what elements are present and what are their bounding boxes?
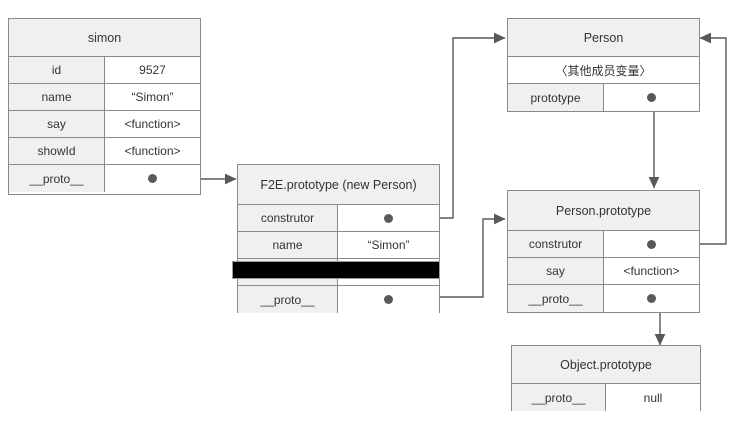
table-row-members: 〈其他成员变量〉 bbox=[508, 57, 699, 84]
simon-row-showid-value: <function> bbox=[105, 138, 200, 164]
simon-row-name-value: “Simon” bbox=[105, 84, 200, 110]
table-row: construtor bbox=[238, 205, 439, 232]
box-f2e-prototype[interactable]: F2E.prototype (new Person) construtor na… bbox=[237, 164, 440, 313]
f2e-row-proto-value bbox=[338, 286, 439, 313]
table-row: construtor bbox=[508, 231, 699, 258]
box-person-prototype-title: Person.prototype bbox=[508, 191, 699, 231]
person-prototype-row-say-value: <function> bbox=[604, 258, 699, 284]
pointer-dot-icon bbox=[148, 174, 157, 183]
box-simon[interactable]: simon id 9527 name “Simon” say <function… bbox=[8, 18, 201, 195]
box-object-prototype-title: Object.prototype bbox=[512, 346, 700, 384]
person-prototype-row-say-key: say bbox=[508, 258, 604, 284]
box-person-prototype[interactable]: Person.prototype construtor say <functio… bbox=[507, 190, 700, 313]
f2e-row-name-value: “Simon” bbox=[338, 232, 439, 258]
table-row: __proto__ null bbox=[512, 384, 700, 411]
person-prototype-row-construtor-value bbox=[604, 231, 699, 257]
box-person[interactable]: Person 〈其他成员变量〉 prototype bbox=[507, 18, 700, 112]
person-row-prototype-key: prototype bbox=[508, 84, 604, 111]
simon-row-say-key: say bbox=[9, 111, 105, 137]
table-row: __proto__ bbox=[508, 285, 699, 312]
object-prototype-row-proto-key: __proto__ bbox=[512, 384, 606, 411]
table-row: say <function> bbox=[9, 111, 200, 138]
table-row: prototype bbox=[508, 84, 699, 111]
table-row: id 9527 bbox=[9, 57, 200, 84]
table-row: __proto__ bbox=[238, 286, 439, 313]
object-prototype-row-proto-value: null bbox=[606, 384, 700, 411]
simon-row-say-value: <function> bbox=[105, 111, 200, 137]
person-prototype-row-construtor-key: construtor bbox=[508, 231, 604, 257]
f2e-row-proto-key: __proto__ bbox=[238, 286, 338, 313]
f2e-row-name-key: name bbox=[238, 232, 338, 258]
simon-row-proto-value bbox=[105, 165, 200, 192]
person-row-members: 〈其他成员变量〉 bbox=[508, 57, 699, 83]
person-prototype-row-proto-key: __proto__ bbox=[508, 285, 604, 312]
table-row: __proto__ bbox=[9, 165, 200, 192]
redaction-bar bbox=[232, 261, 440, 279]
box-person-title: Person bbox=[508, 19, 699, 57]
table-row: say <function> bbox=[508, 258, 699, 285]
simon-row-id-value: 9527 bbox=[105, 57, 200, 83]
f2e-row-construtor-key: construtor bbox=[238, 205, 338, 231]
simon-row-showid-key: showId bbox=[9, 138, 105, 164]
simon-row-id-key: id bbox=[9, 57, 105, 83]
box-f2e-prototype-title: F2E.prototype (new Person) bbox=[238, 165, 439, 205]
simon-row-proto-key: __proto__ bbox=[9, 165, 105, 192]
pointer-dot-icon bbox=[647, 93, 656, 102]
table-row: showId <function> bbox=[9, 138, 200, 165]
table-row: name “Simon” bbox=[9, 84, 200, 111]
pointer-dot-icon bbox=[384, 213, 393, 223]
table-row: name “Simon” bbox=[238, 232, 439, 259]
box-object-prototype[interactable]: Object.prototype __proto__ null bbox=[511, 345, 701, 411]
person-prototype-row-proto-value bbox=[604, 285, 699, 312]
person-row-prototype-value bbox=[604, 84, 699, 111]
pointer-dot-icon bbox=[647, 294, 656, 303]
pointer-dot-icon bbox=[384, 295, 393, 304]
pointer-dot-icon bbox=[647, 239, 656, 249]
simon-row-name-key: name bbox=[9, 84, 105, 110]
f2e-row-construtor-value bbox=[338, 205, 439, 231]
box-simon-title: simon bbox=[9, 19, 200, 57]
